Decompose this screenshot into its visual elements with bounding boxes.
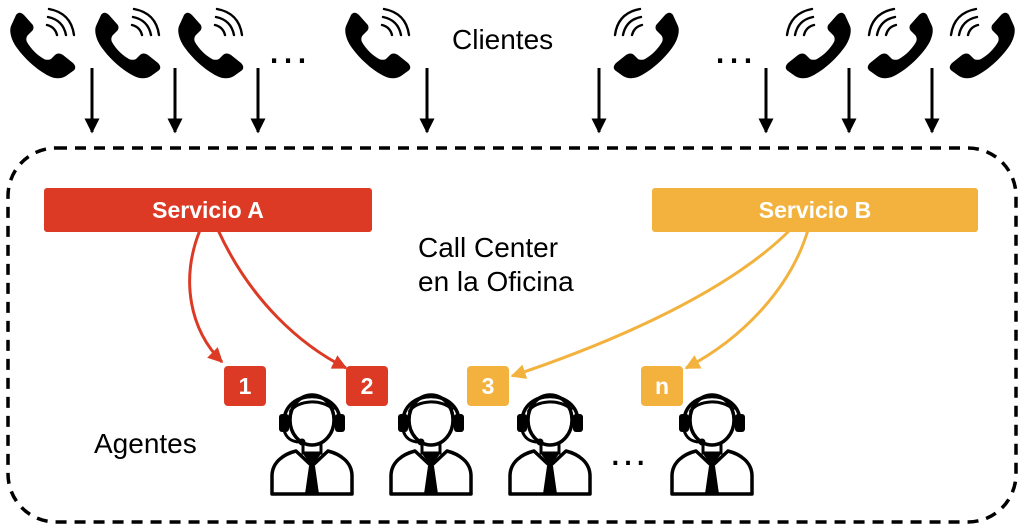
headset-agent-icon (508, 393, 592, 496)
agents-label: Agentes (94, 428, 197, 459)
ellipsis-clients-right: … (712, 24, 758, 73)
ellipsis-agents: … (608, 430, 650, 474)
agent-badge-3: 3 (467, 366, 509, 406)
routing-arrow-b-n (684, 229, 810, 370)
agent-badge-1: 1 (224, 366, 266, 406)
phone-ringing-icon (784, 7, 852, 80)
headset-agent-icon (389, 393, 473, 496)
headset-agent-icon (670, 393, 754, 496)
service-a-box: Servicio A (44, 188, 372, 232)
routing-arrow-a-2 (216, 229, 348, 370)
call-center-label-line1: Call Center (418, 232, 559, 263)
headset-agent-icon (270, 393, 354, 496)
clients-label: Clientes (452, 24, 554, 55)
agent-badge-n: n (641, 366, 683, 406)
incoming-call-arrows (84, 68, 940, 134)
phone-ringing-icon (344, 7, 412, 80)
agent-badge-2: 2 (346, 366, 388, 406)
phone-ringing-icon (94, 7, 162, 80)
phone-ringing-icon (177, 7, 245, 80)
phone-ringing-icon (9, 7, 77, 80)
routing-arrow-a-1 (188, 229, 224, 364)
call-center-boundary (6, 146, 1018, 524)
ellipsis-clients-left: … (266, 24, 312, 73)
phone-ringing-icon (612, 7, 680, 80)
call-center-label-line2: en la Oficina (418, 266, 574, 297)
phone-ringing-icon (866, 7, 934, 80)
service-b-box: Servicio B (652, 188, 978, 232)
routing-arrow-b-3 (510, 228, 792, 379)
phone-ringing-icon (948, 7, 1016, 80)
